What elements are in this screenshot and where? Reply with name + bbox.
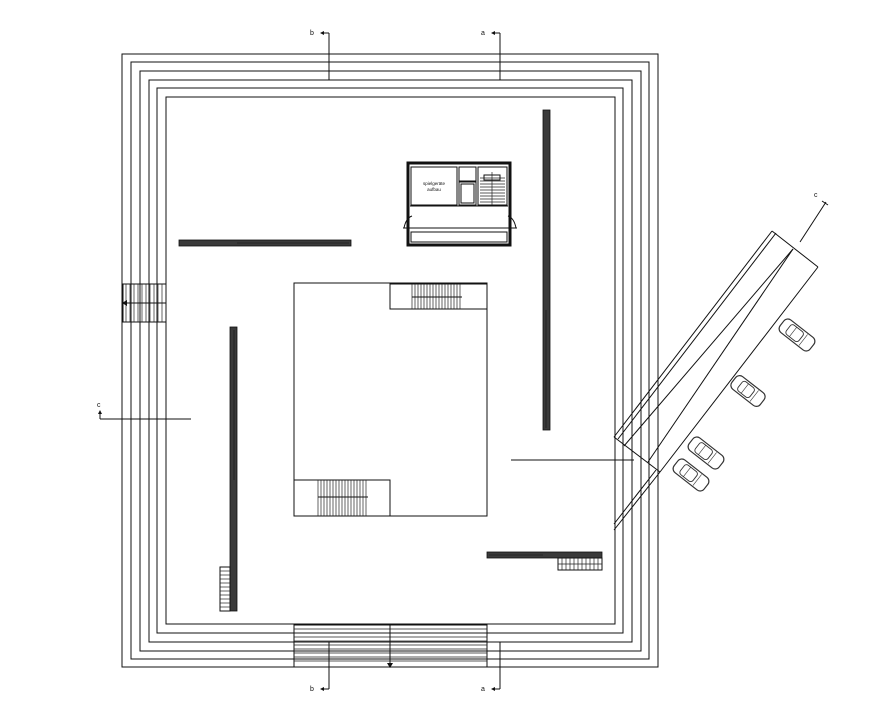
car-1	[778, 318, 816, 352]
courtyard-stair-upper	[389, 283, 488, 310]
section-marker-c-right: c	[799, 192, 829, 243]
parked-cars	[672, 318, 816, 492]
small-stair-lower-right	[557, 557, 603, 571]
section-label-b-bottom: b	[310, 686, 314, 693]
section-label-b-top: b	[310, 30, 314, 37]
bottom-entrance-stairs	[293, 624, 488, 668]
courtyard-stair-lower	[293, 479, 391, 517]
wall-vertical-right	[542, 109, 551, 431]
car-4	[672, 458, 710, 492]
car-2	[730, 375, 766, 407]
section-marker-a-bottom: a	[481, 642, 501, 693]
section-marker-b-top: b	[310, 30, 330, 80]
small-stair-left	[219, 566, 231, 612]
car-3	[687, 436, 725, 470]
section-label-a-top: a	[481, 30, 485, 37]
wall-segments	[178, 109, 603, 612]
section-label-a-bottom: a	[481, 686, 485, 693]
section-marker-a-top: a	[481, 30, 501, 80]
room-label-line1: spielgeräte	[423, 181, 446, 186]
section-marker-c-left: c	[97, 402, 191, 420]
room-label-line2: aufbau	[427, 187, 441, 192]
left-entrance-stairs	[122, 283, 167, 323]
site-border-rings	[121, 53, 659, 668]
wall-vertical-left	[229, 326, 238, 612]
section-label-c-left: c	[97, 402, 101, 409]
section-marker-b-bottom: b	[310, 642, 330, 693]
storage-room	[410, 166, 458, 206]
building-stair	[480, 172, 505, 205]
service-building: spielgeräte aufbau	[403, 161, 517, 247]
section-label-c-right: c	[814, 192, 818, 199]
entrance-ramp	[613, 230, 819, 531]
wall-horizontal-lower-right	[486, 551, 603, 559]
